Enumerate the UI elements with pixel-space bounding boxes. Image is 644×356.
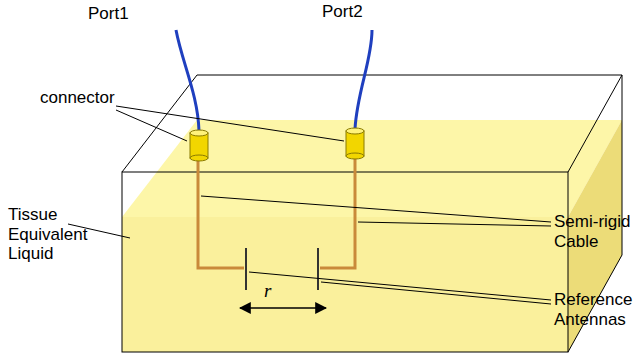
distance-label: r bbox=[264, 280, 271, 302]
liquid-front bbox=[122, 217, 568, 352]
distance-arrow bbox=[240, 307, 326, 309]
part-label: connector bbox=[40, 88, 115, 108]
part-label: Tissue Equivalent Liquid bbox=[8, 205, 108, 264]
port-label: Port1 bbox=[88, 4, 129, 24]
port-label: Port2 bbox=[322, 2, 363, 22]
port-cable bbox=[176, 30, 372, 131]
part-label: Semi-rigid Cable bbox=[554, 212, 640, 251]
reference-antenna bbox=[246, 248, 318, 290]
connector-symbol bbox=[190, 128, 364, 161]
leader-line bbox=[68, 106, 551, 304]
part-label: Reference Antennas bbox=[554, 290, 640, 329]
semi-rigid-cable bbox=[198, 156, 355, 268]
